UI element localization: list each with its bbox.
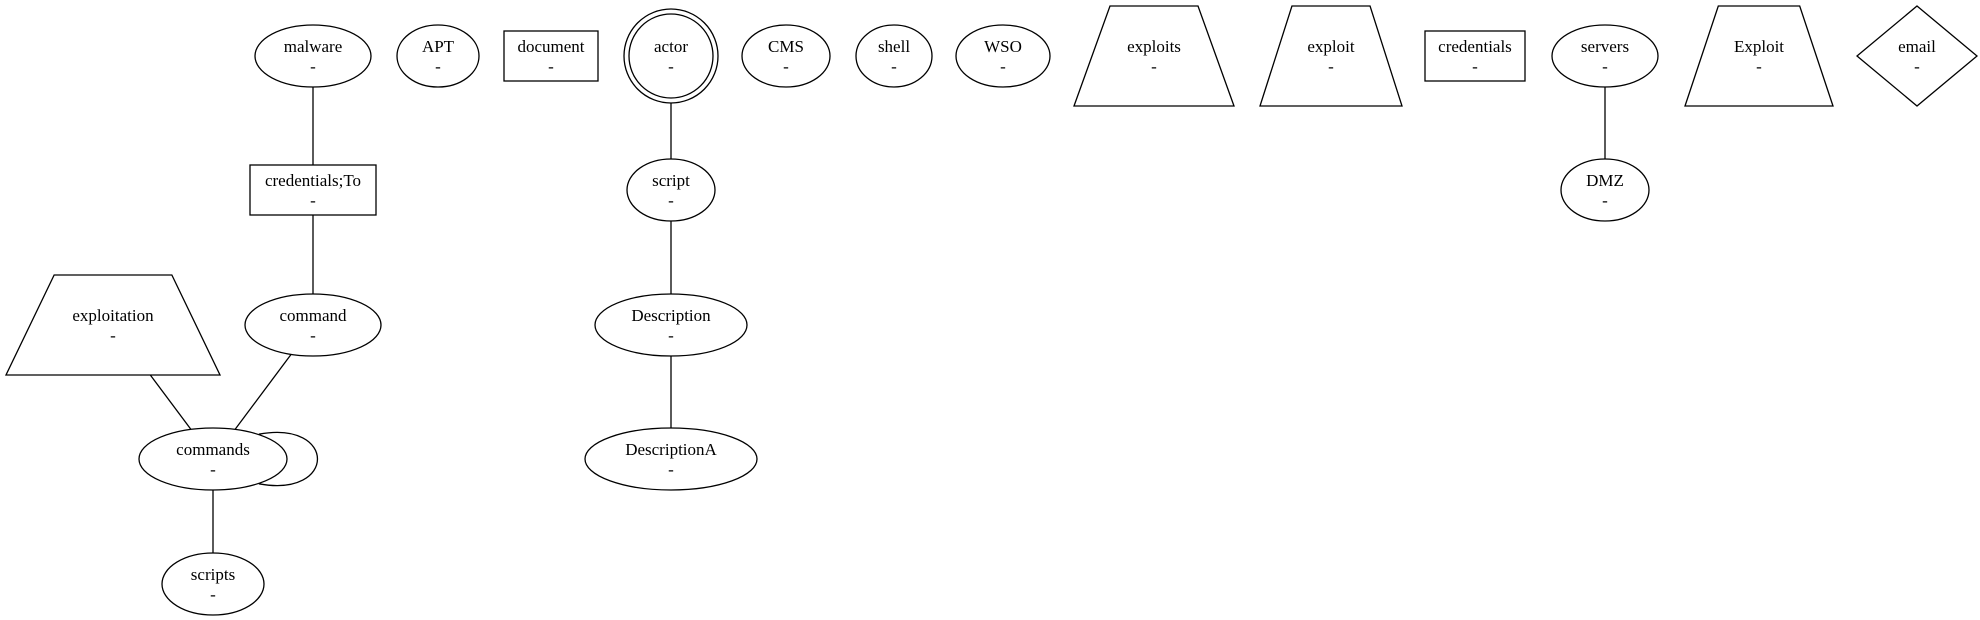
node-sublabel: - [310,191,316,210]
node-exploits[interactable]: exploits- [1073,5,1235,107]
node-label: credentials;To [265,171,361,190]
node-shape [1684,5,1834,107]
node-sublabel: - [310,326,316,345]
node-sublabel: - [210,585,216,604]
node-shape [396,24,480,88]
node-credentials-to[interactable]: credentials;To- [249,164,377,216]
node-command[interactable]: command- [244,293,382,357]
node-sublabel: - [1756,57,1762,76]
node-sublabel: - [783,57,789,76]
node-shape [138,427,288,491]
node-sublabel: - [435,57,441,76]
node-servers[interactable]: servers- [1551,24,1659,88]
node-email[interactable]: email- [1855,5,1979,107]
node-shape [4,274,222,376]
node-exploit[interactable]: Exploit- [1684,5,1834,107]
node-shape [1560,158,1650,222]
node-cms[interactable]: CMS- [741,24,831,88]
node-credentials[interactable]: credentials- [1424,30,1526,82]
node-shape [628,13,714,99]
node-shape [503,30,599,82]
node-shape [741,24,831,88]
node-apt[interactable]: APT- [396,24,480,88]
node-commands[interactable]: commands- [138,427,288,491]
node-label: script [652,171,690,190]
node-label: APT [422,37,455,56]
node-label: actor [654,37,688,56]
node-exploitation[interactable]: exploitation- [4,274,222,376]
node-label: credentials [1438,37,1512,56]
node-sublabel: - [210,460,216,479]
edge-command-commands [234,353,292,430]
node-shape [161,552,265,616]
node-shape [584,427,758,491]
node-document[interactable]: document- [503,30,599,82]
node-shape [855,24,933,88]
nodes-layer: malware-APT-document-actor-CMS-shell-WSO… [4,5,1979,616]
node-label: CMS [768,37,804,56]
node-sublabel: - [1602,191,1608,210]
node-label: document [517,37,584,56]
node-shape [1855,5,1979,107]
node-shape [1424,30,1526,82]
node-sublabel: - [1151,57,1157,76]
node-shape [1073,5,1235,107]
node-label: command [279,306,347,325]
node-sublabel: - [110,326,116,345]
node-exploit[interactable]: exploit- [1259,5,1403,107]
node-description[interactable]: Description- [594,293,748,357]
node-label: scripts [191,565,235,584]
node-label: DescriptionA [625,440,717,459]
node-sublabel: - [668,460,674,479]
node-sublabel: - [310,57,316,76]
node-shape [955,24,1051,88]
node-shape [594,293,748,357]
node-label: servers [1581,37,1629,56]
edge-exploitation-commands [149,374,192,430]
node-shape [244,293,382,357]
node-label: exploits [1127,37,1181,56]
node-label: email [1898,37,1936,56]
node-label: Exploit [1734,37,1784,56]
node-scripts[interactable]: scripts- [161,552,265,616]
edge-commands-commands [258,431,319,487]
node-script[interactable]: script- [626,158,716,222]
node-shape [1551,24,1659,88]
node-actor[interactable]: actor- [623,8,719,104]
edges-layer [149,87,1606,553]
node-label: exploitation [72,306,154,325]
node-label: WSO [984,37,1022,56]
node-wso[interactable]: WSO- [955,24,1051,88]
node-sublabel: - [1472,57,1478,76]
node-sublabel: - [1000,57,1006,76]
node-sublabel: - [1328,57,1334,76]
node-label: malware [284,37,343,56]
node-label: shell [878,37,910,56]
node-sublabel: - [668,326,674,345]
node-label: commands [176,440,250,459]
node-label: DMZ [1586,171,1624,190]
node-label: Description [631,306,711,325]
node-sublabel: - [1602,57,1608,76]
node-shape [254,24,372,88]
node-shell[interactable]: shell- [855,24,933,88]
node-sublabel: - [548,57,554,76]
node-sublabel: - [891,57,897,76]
node-sublabel: - [668,57,674,76]
node-shape [626,158,716,222]
node-dmz[interactable]: DMZ- [1560,158,1650,222]
node-malware[interactable]: malware- [254,24,372,88]
node-label: exploit [1307,37,1354,56]
node-shape [249,164,377,216]
node-sublabel: - [1914,57,1920,76]
node-descriptiona[interactable]: DescriptionA- [584,427,758,491]
node-shape [1259,5,1403,107]
node-sublabel: - [668,191,674,210]
